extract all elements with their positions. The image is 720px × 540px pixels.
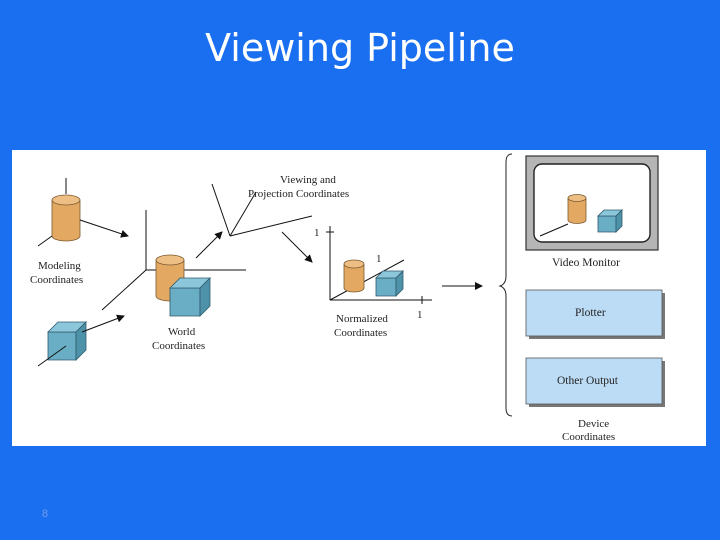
- normalized-z-tick-label: 1: [376, 253, 382, 265]
- normalized-x-tick-label: 1: [417, 309, 423, 321]
- modeling-cube-icon: [37, 314, 125, 367]
- normalized-label-line-1: Normalized: [336, 313, 388, 325]
- world-cube-icon: [169, 277, 211, 317]
- viewing-label-line-2: Projection Coordinates: [248, 188, 349, 200]
- other-output-label: Other Output: [557, 375, 619, 387]
- normalized-y-tick-label: 1: [314, 227, 320, 239]
- device-label-line-1: Device: [578, 418, 609, 430]
- video-monitor-icon: [525, 155, 659, 251]
- modeling-label-line-2: Coordinates: [30, 274, 83, 286]
- normalized-label-line-2: Coordinates: [334, 327, 387, 339]
- viewing-axes: [211, 183, 313, 237]
- device-bracket: [498, 153, 513, 417]
- normalized-cube-icon: [375, 270, 404, 297]
- device-label-line-2: Coordinates: [562, 431, 615, 443]
- world-label-line-2: Coordinates: [152, 340, 205, 352]
- other-output-box: [525, 357, 665, 407]
- normalized-cylinder-icon: [343, 259, 365, 293]
- plotter-box: [525, 289, 665, 339]
- pipeline-figure: Modeling Coordinates World Coordi: [12, 150, 706, 446]
- modeling-cylinder-icon: [37, 178, 129, 247]
- slide-number: 8: [42, 508, 49, 520]
- viewing-label-line-1: Viewing and: [280, 174, 336, 186]
- world-label-line-1: World: [168, 326, 196, 338]
- modeling-label-line-1: Modeling: [38, 260, 81, 272]
- slide-title: Viewing Pipeline: [205, 26, 515, 70]
- plotter-label: Plotter: [575, 307, 606, 319]
- world-to-viewing-arrow: [195, 231, 223, 259]
- normalized-axes: [326, 226, 432, 304]
- viewing-to-normalized-arrow: [281, 231, 313, 263]
- video-monitor-label: Video Monitor: [552, 257, 620, 269]
- pipeline-diagram: Modeling Coordinates World Coordi: [30, 153, 665, 443]
